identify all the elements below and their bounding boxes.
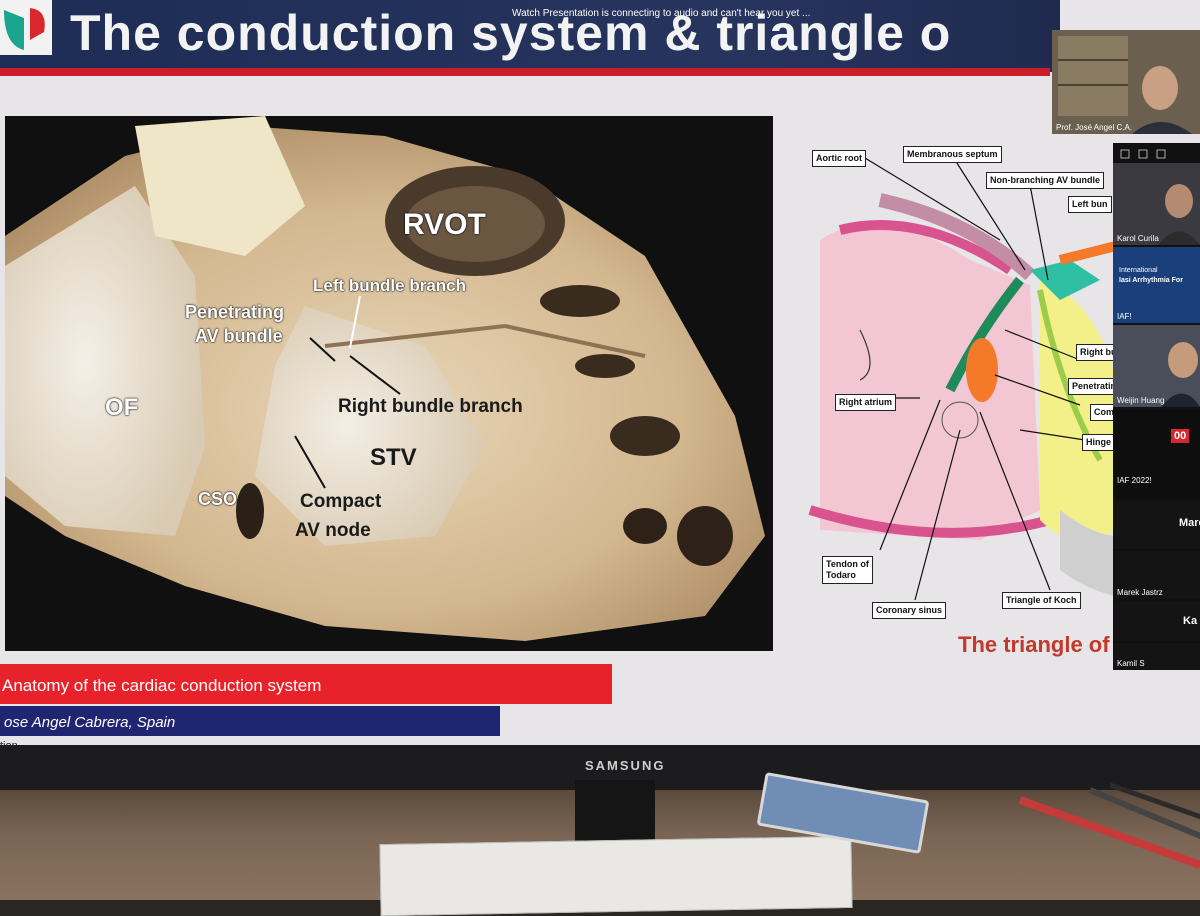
- koch-drawing: [808, 157, 1150, 601]
- audio-status-banner: Watch Presentation is connecting to audi…: [512, 8, 811, 19]
- participant-video: [1161, 342, 1200, 407]
- speaker-name: ose Angel Cabrera, Spain: [4, 714, 176, 731]
- dlabel-tendon-line-1: Tendon of: [826, 559, 869, 569]
- monitor-brand: SAMSUNG: [585, 758, 666, 773]
- participant-tile[interactable]: 00 IAF 2022!: [1113, 409, 1200, 499]
- logo-icon: [4, 8, 45, 50]
- pens: [1018, 782, 1200, 869]
- label-av-bundle: AV bundle: [195, 326, 283, 346]
- participant-tile[interactable]: International Iasi Arrhythmia For IAF!: [1113, 247, 1200, 323]
- small-caption: tion: [0, 740, 18, 745]
- lower-third-title-bar: [0, 664, 612, 704]
- dlabel-tendon-of-todaro: Tendon of Todaro: [822, 556, 873, 584]
- logo: [0, 0, 52, 55]
- header-divider: [0, 68, 1050, 76]
- diagram-caption: The triangle of I: [958, 632, 1122, 657]
- participant-tile[interactable]: Karol Curila: [1113, 163, 1200, 245]
- counter-badge: 00: [1171, 429, 1190, 443]
- specimen-drawing: [5, 116, 765, 641]
- participant-name: IAF 2022!: [1117, 476, 1152, 485]
- dlabel-right-atrium: Right atrium: [835, 394, 896, 411]
- participant-name: Kamil S: [1117, 659, 1145, 668]
- label-compact: Compact: [300, 491, 382, 512]
- label-rvot: RVOT: [403, 208, 486, 241]
- dlabel-triangle-of-koch: Triangle of Koch: [1002, 592, 1081, 609]
- participant-tile[interactable]: Ka: [1113, 601, 1200, 641]
- dlabel-left-bundle: Left bun: [1068, 196, 1112, 213]
- dlabel-membranous-septum: Membranous septum: [903, 146, 1002, 163]
- dlabel-aortic-root: Aortic root: [812, 150, 866, 167]
- lower-third-speaker-bar: [0, 706, 500, 736]
- triangle-of-koch-diagram: Aortic root Membranous septum Non-branch…: [800, 130, 1150, 650]
- participant-tile[interactable]: Weijin Huang: [1113, 325, 1200, 407]
- paper-document: [379, 835, 853, 916]
- label-of: OF: [105, 394, 139, 421]
- dlabel-coronary-sinus: Coronary sinus: [872, 602, 947, 619]
- label-left-bundle-branch: Left bundle branch: [313, 276, 466, 295]
- participant-tile[interactable]: Kamil S: [1113, 643, 1200, 670]
- speaker-video-feed: [1052, 30, 1200, 134]
- label-penetrating: Penetrating: [185, 302, 285, 322]
- slide-header: [0, 0, 1060, 72]
- label-av-node: AV node: [295, 520, 371, 541]
- participant-tile[interactable]: Marek Jastrz: [1113, 551, 1200, 599]
- heart-specimen-photo: RVOT Left bundle branch Penetrating AV b…: [5, 116, 773, 651]
- participant-name-large: Ka: [1183, 615, 1198, 627]
- speaker-video-name: Prof. José Angel C.A.: [1056, 123, 1133, 132]
- monitor-stand: [575, 780, 655, 850]
- participant-name: Karol Curila: [1117, 234, 1159, 243]
- banner-line-2: Iasi Arrhythmia For: [1119, 277, 1183, 284]
- banner-line-1: International: [1119, 267, 1158, 274]
- participant-name-large: Marc: [1179, 517, 1200, 529]
- talk-title: Anatomy of the cardiac conduction system: [2, 676, 322, 695]
- label-stv: STV: [370, 444, 417, 471]
- participant-name: Marek Jastrz: [1117, 588, 1163, 597]
- participant-name: IAF!: [1117, 312, 1132, 321]
- panel-controls-icon[interactable]: [1119, 148, 1179, 160]
- participant-name: Weijin Huang: [1117, 396, 1165, 405]
- dlabel-non-branching-av-bundle: Non-branching AV bundle: [986, 172, 1104, 189]
- label-right-bundle-branch: Right bundle branch: [338, 396, 523, 417]
- speaker-video-tile[interactable]: Prof. José Angel C.A.: [1052, 30, 1200, 134]
- participant-video: [1158, 184, 1200, 245]
- label-cso: CSO: [198, 489, 238, 509]
- participants-panel: Karol Curila International Iasi Arrhythm…: [1113, 143, 1200, 670]
- dlabel-tendon-line-2: Todaro: [826, 570, 856, 580]
- shared-screen: The conduction system & triangle o Watch…: [0, 0, 1200, 745]
- slide-title: The conduction system & triangle o: [70, 5, 952, 61]
- participant-tile[interactable]: Marc: [1113, 501, 1200, 549]
